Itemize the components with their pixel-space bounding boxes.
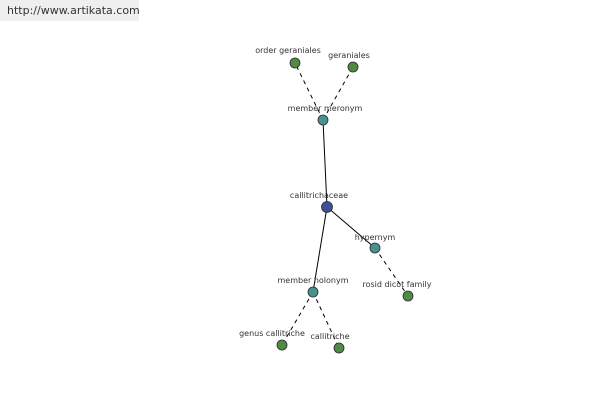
node-genus-callitriche[interactable] — [276, 339, 288, 351]
nodes-layer — [276, 57, 414, 354]
node-member-holonym[interactable] — [307, 286, 319, 298]
node-hypernym[interactable] — [369, 242, 381, 254]
edges-layer — [281, 62, 409, 349]
node-label-member-meronym[interactable]: member meronym — [288, 104, 363, 113]
node-callitriche[interactable] — [333, 342, 345, 354]
node-label-genus-callitriche[interactable]: genus callitriche — [239, 329, 305, 338]
node-label-callitrichaceae[interactable]: callitrichaceae — [290, 191, 348, 200]
labels-layer: callitrichaceae member meronym hypernym mem… — [239, 46, 432, 341]
edge-member-meronym-to-geraniales — [322, 66, 354, 121]
node-label-rosid-dicot-family[interactable]: rosid dicot family — [363, 280, 432, 289]
edge-member-meronym-to-order-geraniales — [294, 62, 324, 121]
edge-member-holonym-to-callitriche — [312, 291, 340, 349]
source-url-banner[interactable]: http://www.artikata.com — [0, 0, 140, 21]
node-callitrichaceae[interactable] — [321, 201, 333, 213]
node-member-meronym[interactable] — [317, 114, 329, 126]
node-rosid-dicot-family[interactable] — [402, 290, 414, 302]
edge-callitrichaceae-to-member-meronym — [322, 119, 328, 208]
node-label-order-geraniales[interactable]: order geraniales — [255, 46, 321, 55]
node-geraniales[interactable] — [347, 61, 359, 73]
edge-callitrichaceae-to-hypernym — [326, 206, 376, 249]
edge-member-holonym-to-genus-callitriche — [281, 291, 314, 346]
node-label-member-holonym[interactable]: member holonym — [277, 276, 348, 285]
edge-hypernym-to-rosid-dicot-family — [374, 247, 409, 297]
node-label-hypernym[interactable]: hypernym — [355, 233, 396, 242]
edge-callitrichaceae-to-member-holonym — [312, 206, 328, 293]
node-label-geraniales[interactable]: geraniales — [328, 51, 370, 60]
node-label-callitriche[interactable]: callitriche — [310, 332, 349, 341]
node-order-geraniales[interactable] — [289, 57, 301, 69]
